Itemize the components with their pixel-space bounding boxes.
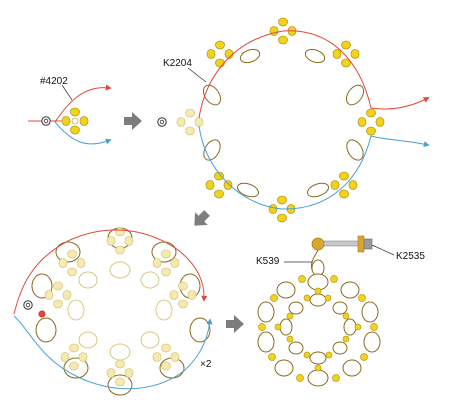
step-arrow-icon	[226, 315, 244, 333]
step1-start-cluster: #4202	[28, 76, 112, 145]
stop-bead-icon	[23, 300, 33, 310]
ear-post-icon	[311, 235, 373, 277]
label-4202: #4202	[40, 76, 68, 87]
label-k2535: K2535	[396, 251, 425, 262]
step-arrow-icon	[124, 112, 142, 130]
flower-cluster	[61, 107, 89, 135]
stop-bead-icon	[157, 117, 167, 127]
step-arrow-icon	[194, 210, 210, 226]
step2-ring: K2204	[157, 17, 430, 223]
step3-double-ring: ×2	[13, 227, 213, 396]
label-k2204: K2204	[163, 58, 192, 69]
stop-bead-icon	[41, 116, 51, 126]
label-k539: K539	[256, 256, 280, 267]
step4-finished-earring: K2535 K539	[256, 235, 425, 387]
label-repeat: ×2	[200, 359, 212, 370]
